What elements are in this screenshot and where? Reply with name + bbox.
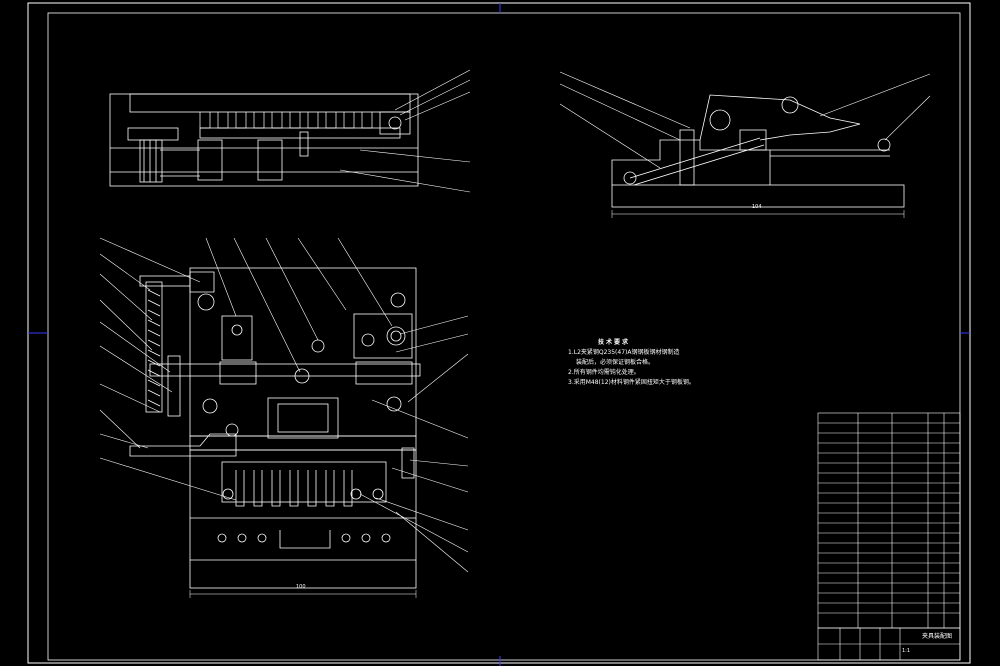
- main-view-bottom-left: [129, 267, 421, 589]
- dimension-bottom-left: [189, 590, 417, 598]
- tech-note-line: 3.采用M48(12)材料钢件紧固扭矩大于钢板钢。: [568, 379, 695, 386]
- leaders-top-right: [559, 71, 931, 169]
- dimension-label-top-right: 104: [752, 204, 762, 210]
- tech-note-line: 装配后，必须保证钢板合格。: [576, 359, 655, 366]
- drawing-title: 夹具装配图: [922, 633, 953, 640]
- parts-list-table: [817, 412, 961, 661]
- center-marks: [28, 3, 970, 666]
- inner-frame: [47, 12, 961, 661]
- side-view-top-left: [109, 93, 419, 187]
- dimension-top-right: [611, 210, 905, 218]
- side-view-top-right: [611, 94, 905, 208]
- outer-frame: [27, 2, 971, 664]
- technical-requirements-title: 技术要求: [598, 339, 631, 346]
- tech-note-line: 2.所有钢件均需钝化处理。: [568, 369, 640, 376]
- leaders-top-left: [339, 69, 471, 193]
- dimension-label-bottom-left: 100: [296, 584, 306, 590]
- leaders-bottom-left: [99, 237, 469, 573]
- tech-note-line: 1.L2夹紧钢Q235(47)A钢钢板钢材钢制造: [568, 349, 680, 356]
- parts-list-rows: [818, 422, 960, 614]
- drawing-scale: 1:1: [902, 648, 911, 654]
- technical-requirements: 技术要求 1.L2夹紧钢Q235(47)A钢钢板钢材钢制造 装配后，必须保证钢板…: [568, 338, 788, 388]
